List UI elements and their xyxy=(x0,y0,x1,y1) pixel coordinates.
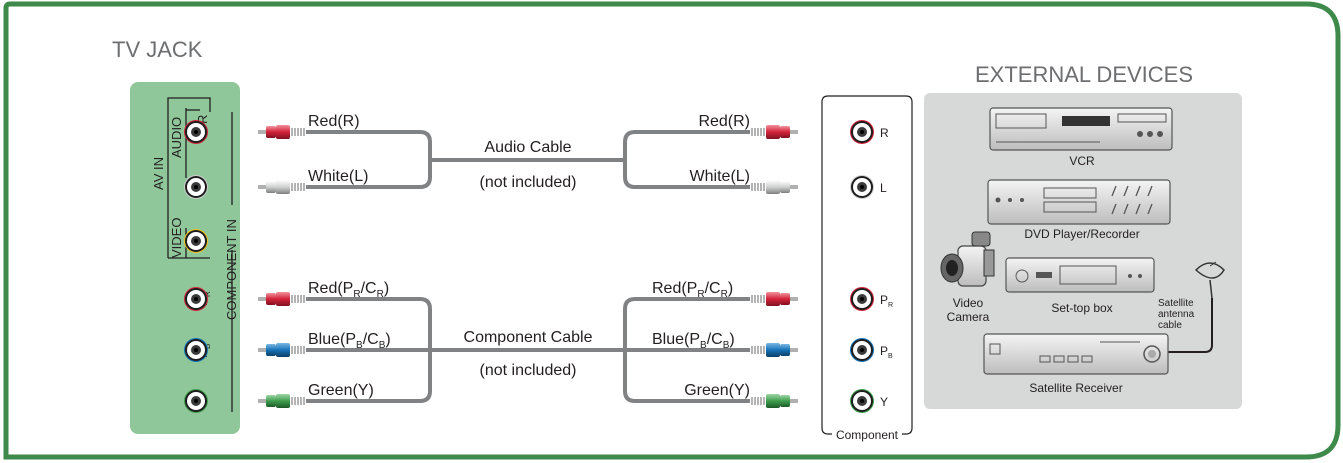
audio-not-included: (not included) xyxy=(480,174,577,191)
component-label-bg xyxy=(832,426,902,442)
svg-text:B: B xyxy=(203,344,212,349)
video-label: VIDEO xyxy=(169,218,184,258)
device-jack-y xyxy=(850,389,874,413)
tv-jack-r xyxy=(184,120,208,144)
device-jack-r xyxy=(850,120,874,144)
component-cable-wires xyxy=(306,297,750,403)
label-right-red: Red(R) xyxy=(698,113,750,130)
component-not-included: (not included) xyxy=(480,362,577,379)
satellite-dish-icon xyxy=(1194,261,1225,299)
device-connector-panel xyxy=(821,95,913,435)
satellite-cable-line xyxy=(1168,298,1213,353)
satellite-receiver-device xyxy=(983,333,1169,375)
device-jack-l xyxy=(850,175,874,199)
device-l-label: L xyxy=(880,181,887,195)
label-left-pb: Blue(PB/CB) xyxy=(308,331,391,351)
label-left-y: Green(Y) xyxy=(308,382,374,399)
tv-r-label: R xyxy=(195,115,210,124)
sat-cable-label-1: Satellite xyxy=(1158,298,1194,309)
external-devices-panel xyxy=(924,93,1242,409)
av-in-label: AV IN xyxy=(151,157,166,190)
tv-jack-video xyxy=(184,229,208,253)
device-r-label: R xyxy=(880,126,889,140)
tv-jack-title: TV JACK xyxy=(112,37,203,62)
label-right-white: White(L) xyxy=(690,168,750,185)
audio-cable-title: Audio Cable xyxy=(484,139,571,156)
device-pb-label: PB xyxy=(880,344,893,360)
panel-brackets xyxy=(167,97,233,412)
label-right-y: Green(Y) xyxy=(684,382,750,399)
satellite-receiver-label: Satellite Receiver xyxy=(1029,381,1122,395)
device-jack-pb xyxy=(850,338,874,362)
label-left-red: Red(R) xyxy=(308,113,360,130)
device-pr-label: PR xyxy=(880,293,893,309)
vcr-device xyxy=(989,107,1173,151)
set-top-box-label: Set-top box xyxy=(1051,301,1112,315)
label-right-pb: Blue(PB/CB) xyxy=(652,331,735,351)
svg-text:R: R xyxy=(203,291,212,297)
component-in-label: COMPONENT IN xyxy=(224,219,239,320)
set-top-box-device xyxy=(1005,257,1155,293)
label-right-pr: Red(PR/CR) xyxy=(652,280,733,300)
video-camera-label-1: Video xyxy=(953,296,984,310)
tv-jack-pb xyxy=(184,338,208,362)
video-camera-icon xyxy=(940,231,995,287)
audio-label: AUDIO xyxy=(169,117,184,158)
vcr-label: VCR xyxy=(1069,154,1095,168)
label-left-pr: Red(PR/CR) xyxy=(308,280,389,300)
video-camera-label-2: Camera xyxy=(947,310,990,324)
audio-cable-wires xyxy=(306,130,750,189)
tv-jack-l xyxy=(184,175,208,199)
tv-jack-pr xyxy=(184,287,208,311)
component-label: Component xyxy=(836,428,899,442)
sat-cable-label-3: cable xyxy=(1158,320,1182,331)
device-jack-pr xyxy=(850,287,874,311)
device-y-label: Y xyxy=(880,395,888,409)
sat-cable-label-2: antenna xyxy=(1158,309,1195,320)
tv-jack-y xyxy=(184,389,208,413)
dvd-label: DVD Player/Recorder xyxy=(1024,227,1139,241)
dvd-device xyxy=(987,179,1171,225)
component-cable-title: Component Cable xyxy=(464,329,593,346)
label-left-white: White(L) xyxy=(308,168,368,185)
external-devices-title: EXTERNAL DEVICES xyxy=(975,62,1193,87)
